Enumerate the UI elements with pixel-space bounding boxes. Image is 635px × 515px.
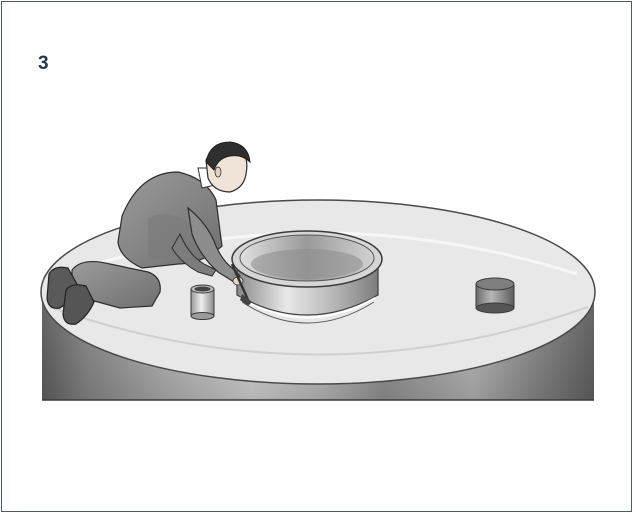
paint-can (191, 285, 214, 320)
roof-fitting (476, 278, 514, 313)
